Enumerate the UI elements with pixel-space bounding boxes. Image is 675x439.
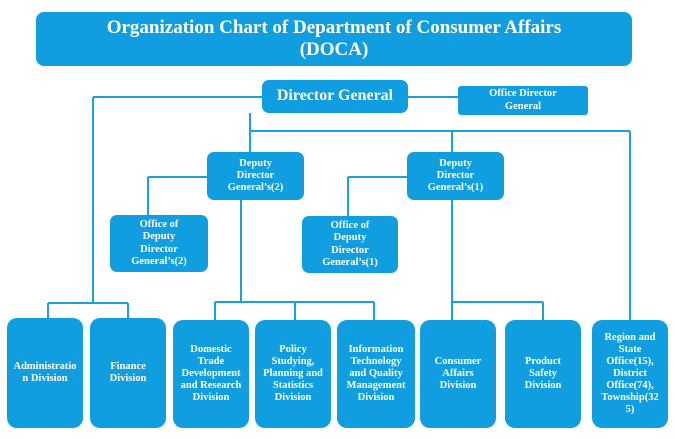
region-state-office-box: Region and State Office(15), District Of… [592,320,668,428]
director-general-box: Director General [262,80,408,113]
consumer-affairs-division-box: Consumer Affairs Division [420,320,496,428]
domestic-trade-division-box: Domestic Trade Development and Research … [173,320,249,428]
policy-planning-division-box: Policy Studying, Planning and Statistics… [255,320,331,428]
office-director-general-box: Office Director General [458,86,588,115]
chart-title: Organization Chart of Department of Cons… [36,12,632,66]
office-deputy-director-general-1-box: Office of Deputy Director General’s(1) [302,216,398,273]
deputy-director-general-2-box: Deputy Director General’s(2) [207,152,304,200]
administration-division-box: Administratio n Division [7,318,83,428]
office-deputy-director-general-2-box: Office of Deputy Director General’s(2) [110,215,208,272]
deputy-director-general-1-box: Deputy Director General’s(1) [407,152,504,200]
finance-division-box: Finance Division [90,318,166,428]
it-quality-division-box: Information Technology and Quality Manag… [337,320,415,428]
product-safety-division-box: Product Safety Division [505,320,581,428]
